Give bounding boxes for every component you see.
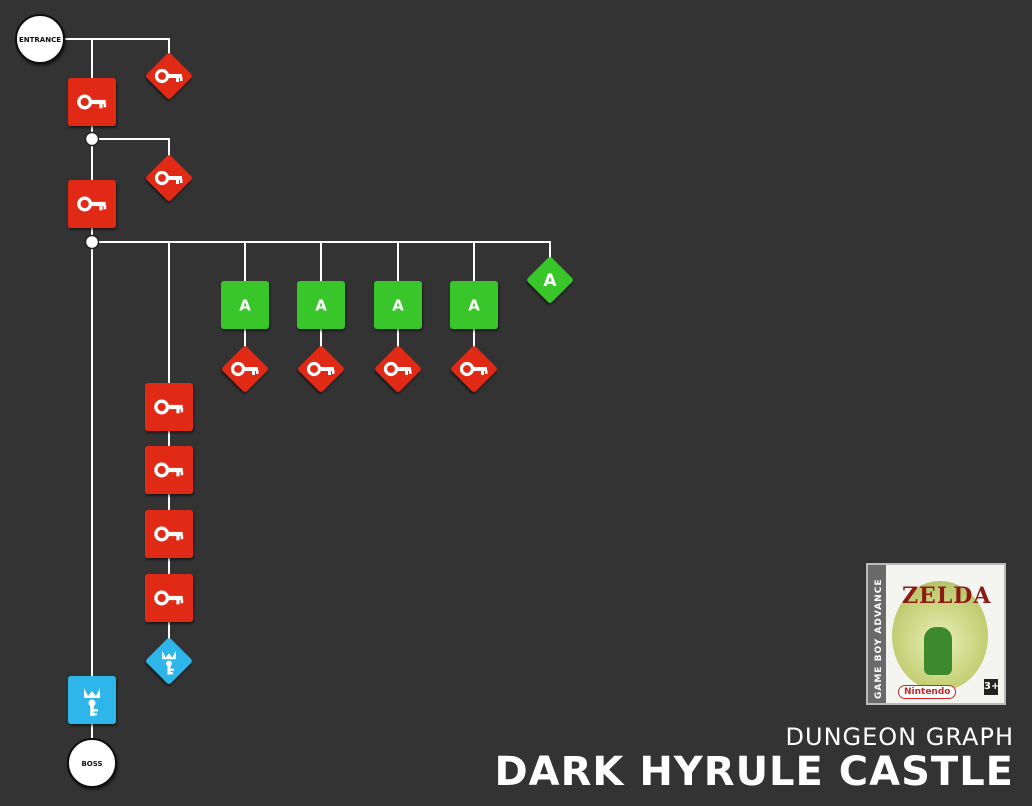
diagram-subtitle: DUNGEON GRAPH	[785, 723, 1014, 751]
a-letter-icon: A	[392, 296, 404, 314]
node-lock-3	[145, 383, 193, 431]
game-cover-rating: 3+	[984, 679, 999, 695]
node-key-3	[222, 346, 268, 392]
node-entrance: ENTRANCE	[15, 14, 65, 64]
boss-label: BOSS	[81, 760, 102, 768]
game-cover: GAME BOY ADVANCE ZELDA Nintendo 3+	[866, 563, 1006, 705]
node-lock-4	[145, 446, 193, 494]
gate-a-3-box	[374, 281, 422, 329]
node-lock-6	[145, 574, 193, 622]
node-junction-2	[84, 234, 100, 250]
node-gate-a-3: A	[374, 281, 422, 329]
node-key-1	[146, 53, 192, 99]
node-lock-5	[145, 510, 193, 558]
node-junction-1	[84, 131, 100, 147]
nodes-layer: ENTRANCE A A A A A BOSS	[15, 14, 573, 788]
edges-layer	[40, 38, 551, 763]
node-key-4	[298, 346, 344, 392]
gate-a-1-box	[221, 281, 269, 329]
game-cover-spine: GAME BOY ADVANCE	[868, 565, 886, 703]
node-gate-a-4: A	[450, 281, 498, 329]
game-cover-publisher: Nintendo	[898, 685, 957, 699]
entrance-circle	[15, 14, 65, 64]
item-a-diamond	[527, 257, 573, 303]
node-key-6	[451, 346, 497, 392]
a-letter-icon: A	[468, 296, 480, 314]
node-boss: BOSS	[67, 738, 117, 788]
node-gate-a-2: A	[297, 281, 345, 329]
node-gate-a-1: A	[221, 281, 269, 329]
game-cover-spine-text: GAME BOY ADVANCE	[874, 578, 884, 699]
edge-junction-2-to-gate-a-2	[92, 241, 322, 305]
entrance-label: ENTRANCE	[19, 36, 61, 44]
node-key-2	[146, 155, 192, 201]
node-lock-1	[68, 78, 116, 126]
diagram-title: DARK HYRULE CASTLE	[494, 749, 1014, 795]
gate-a-2-box	[297, 281, 345, 329]
node-key-5	[375, 346, 421, 392]
gate-a-4-box	[450, 281, 498, 329]
node-boss-lock	[68, 676, 116, 724]
game-cover-hero	[924, 627, 952, 675]
game-cover-logo: ZELDA	[902, 583, 992, 609]
junction-2-dot	[84, 234, 100, 250]
a-letter-icon: A	[543, 271, 557, 291]
junction-1-dot	[84, 131, 100, 147]
a-letter-icon: A	[315, 296, 327, 314]
node-boss-key	[146, 638, 192, 684]
boss-circle	[67, 738, 117, 788]
a-letter-icon: A	[239, 296, 251, 314]
node-lock-2	[68, 180, 116, 228]
node-item-a: A	[527, 257, 573, 303]
edge-junction-2-to-lock-3	[92, 241, 170, 407]
title-block: DUNGEON GRAPH DARK HYRULE CASTLE	[494, 724, 1014, 794]
